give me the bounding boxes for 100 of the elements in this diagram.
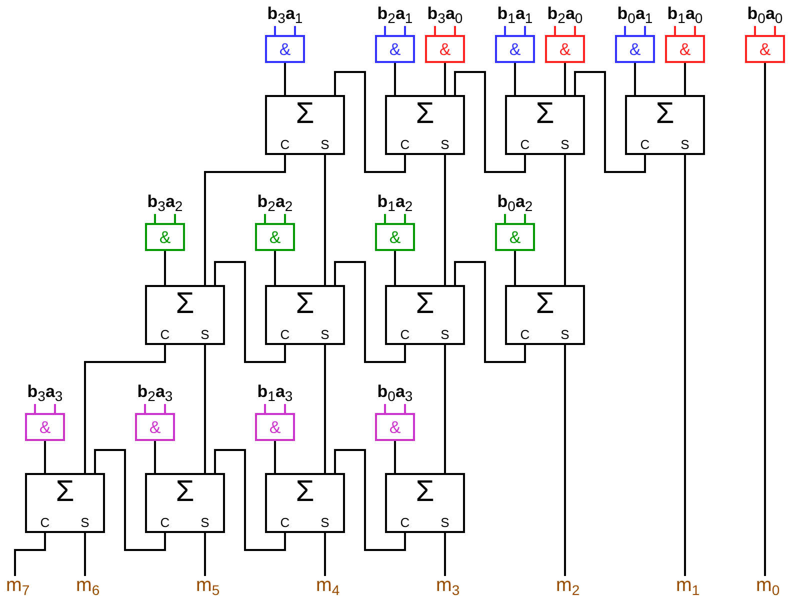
and-gate: & (745, 35, 785, 63)
sum-symbol: Σ (416, 477, 434, 507)
carry-label: C (280, 516, 290, 529)
wire (394, 251, 396, 285)
sum-label: S (560, 138, 570, 151)
wire (204, 155, 286, 285)
sum-label: S (680, 138, 690, 151)
adder-box (265, 285, 345, 345)
wire (334, 71, 406, 173)
output-label: m$_{7}$ (6, 576, 30, 595)
input-label: b$_{1}$a$_{0}$ (667, 5, 703, 22)
sum-symbol: Σ (416, 99, 434, 129)
sum-symbol: Σ (536, 99, 554, 129)
wire (764, 63, 766, 576)
input-label: b$_{3}$a$_{3}$ (27, 383, 63, 400)
sum-label: S (320, 516, 330, 529)
and-gate: & (265, 35, 305, 63)
sum-symbol: Σ (176, 477, 194, 507)
wire (214, 261, 286, 363)
sum-symbol: Σ (296, 477, 314, 507)
output-label: m$_{5}$ (196, 576, 220, 595)
wire (684, 155, 686, 576)
sum-label: S (80, 516, 90, 529)
carry-label: C (280, 328, 290, 341)
wire (14, 533, 46, 576)
wire (154, 441, 156, 473)
adder-box (145, 285, 225, 345)
input-label: b$_{1}$a$_{3}$ (257, 383, 293, 400)
wire (394, 63, 396, 95)
and-gate: & (255, 413, 295, 441)
output-label: m$_{3}$ (436, 576, 460, 595)
and-gate: & (375, 223, 415, 251)
input-label: b$_{2}$a$_{0}$ (547, 5, 583, 22)
sum-label: S (320, 138, 330, 151)
carry-label: C (160, 328, 170, 341)
sum-label: S (200, 328, 210, 341)
carry-label: C (160, 516, 170, 529)
sum-label: S (440, 138, 450, 151)
adder-box (145, 473, 225, 533)
carry-label: C (520, 328, 530, 341)
input-label: b$_{2}$a$_{2}$ (257, 193, 293, 210)
adder-box (385, 473, 465, 533)
carry-label: C (280, 138, 290, 151)
output-label: m$_{2}$ (556, 576, 580, 595)
wire (214, 449, 286, 551)
wire (444, 155, 446, 285)
sum-symbol: Σ (296, 289, 314, 319)
and-gate: & (135, 413, 175, 441)
input-label: b$_{0}$a$_{3}$ (377, 383, 413, 400)
and-gate: & (545, 35, 585, 63)
and-gate: & (495, 223, 535, 251)
wire (454, 261, 526, 363)
adder-box (265, 473, 345, 533)
wire (84, 533, 86, 576)
sum-symbol: Σ (416, 289, 434, 319)
wire (634, 63, 636, 95)
sum-label: S (560, 328, 570, 341)
carry-label: C (520, 138, 530, 151)
sum-symbol: Σ (656, 99, 674, 129)
wire (324, 345, 326, 473)
wire (444, 63, 446, 95)
adder-box (505, 95, 585, 155)
wire (444, 345, 446, 473)
wire (84, 345, 166, 473)
wire (334, 449, 406, 551)
wire (334, 261, 406, 363)
input-label: b$_{3}$a$_{2}$ (147, 193, 183, 210)
sum-symbol: Σ (176, 289, 194, 319)
input-label: b$_{0}$a$_{1}$ (617, 5, 653, 22)
output-label: m$_{0}$ (756, 576, 780, 595)
wire (514, 251, 516, 285)
and-gate: & (375, 35, 415, 63)
wire (324, 155, 326, 285)
wire (274, 441, 276, 473)
sum-label: S (440, 328, 450, 341)
wire (574, 71, 646, 173)
input-label: b$_{1}$a$_{1}$ (497, 5, 533, 22)
output-label: m$_{1}$ (676, 576, 700, 595)
and-gate: & (425, 35, 465, 63)
carry-label: C (40, 516, 50, 529)
wire (94, 449, 166, 551)
wire (514, 63, 516, 95)
carry-label: C (640, 138, 650, 151)
sum-symbol: Σ (296, 99, 314, 129)
adder-box (385, 285, 465, 345)
input-label: b$_{1}$a$_{2}$ (377, 193, 413, 210)
input-label: b$_{3}$a$_{0}$ (427, 5, 463, 22)
carry-label: C (400, 516, 410, 529)
and-gate: & (145, 223, 185, 251)
wire (204, 533, 206, 576)
input-label: b$_{0}$a$_{2}$ (497, 193, 533, 210)
wire (564, 155, 566, 285)
and-gate: & (495, 35, 535, 63)
wire (444, 533, 446, 576)
input-label: b$_{2}$a$_{1}$ (377, 5, 413, 22)
sum-symbol: Σ (536, 289, 554, 319)
and-gate: & (665, 35, 705, 63)
carry-label: C (400, 138, 410, 151)
sum-symbol: Σ (56, 477, 74, 507)
wire (564, 345, 566, 576)
